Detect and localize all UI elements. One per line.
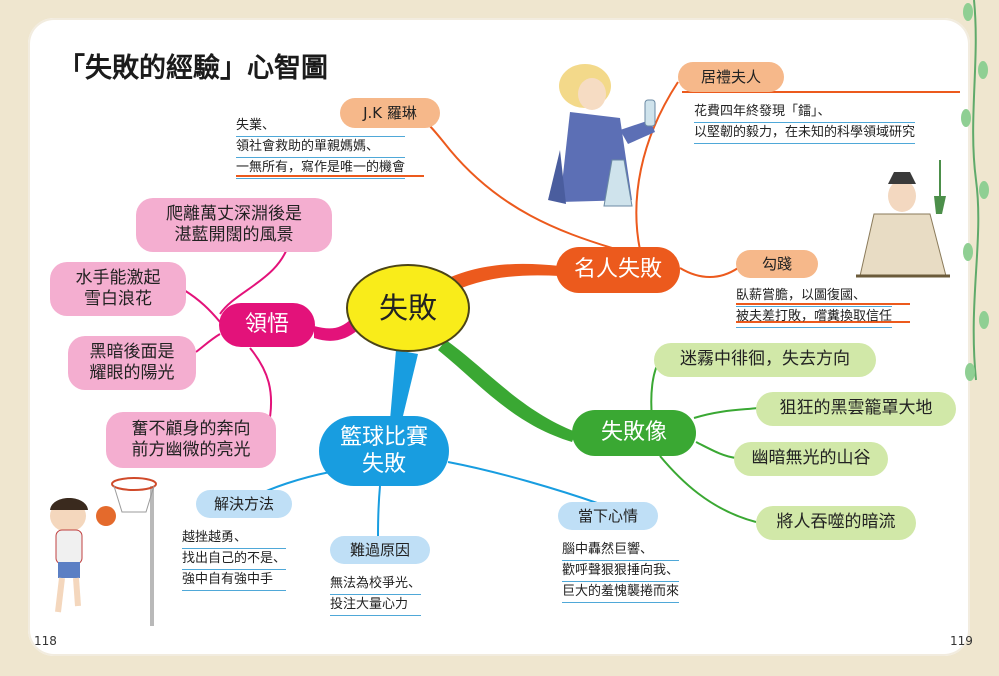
real-item-line: 爬離萬丈深淵後是	[166, 203, 302, 224]
like-item: 迷霧中徘徊，失去方向	[654, 343, 876, 377]
reason-note: 投注大量心力	[330, 595, 422, 617]
person-curie: 居禮夫人	[678, 62, 784, 92]
rowling-note: 一無所有，寫作是唯一的機會	[236, 158, 406, 180]
scientist-illustration	[548, 64, 656, 207]
curie-note: 花費四年終發現「鐳」、	[694, 102, 916, 124]
feeling-note: 腦中轟然巨響、	[562, 540, 680, 562]
real-item-line: 奮不顧身的奔向	[131, 418, 251, 439]
basketball-boy-illustration	[50, 477, 157, 626]
real-item: 黑暗後面是 耀眼的陽光	[68, 336, 196, 390]
real-item-line: 湛藍開闊的風景	[174, 225, 294, 245]
real-item-line: 前方幽微的亮光	[131, 440, 251, 460]
reason-note: 無法為校爭光、	[330, 574, 422, 596]
feeling-notes: 腦中轟然巨響、 歡呼聲狠狠捶向我、 巨大的羞愧襲捲而來	[562, 540, 680, 604]
goujian-note: 被夫差打敗，嚐糞換取信任	[736, 307, 893, 329]
solution-note: 越挫越勇、	[182, 528, 287, 550]
game-sub-feeling: 當下心情	[558, 502, 658, 530]
branch-like: 失敗像	[572, 410, 696, 456]
branch-game-line1: 籃球比賽	[339, 424, 428, 450]
branch-fame-connector	[440, 263, 560, 296]
reason-notes: 無法為校爭光、 投注大量心力	[330, 574, 422, 617]
real-item: 水手能激起 雪白浪花	[50, 262, 186, 316]
real-item: 奮不顧身的奔向 前方幽微的亮光	[106, 412, 276, 468]
goujian-note: 臥薪嘗膽，以圖復國、	[736, 286, 893, 308]
branch-game-connector	[390, 350, 418, 420]
game-sub-reason: 難過原因	[330, 536, 430, 564]
person-goujian: 勾踐	[736, 250, 818, 278]
real-item-line: 耀眼的陽光	[89, 363, 175, 383]
like-item: 幽暗無光的山谷	[734, 442, 888, 476]
person-rowling: J.K 羅琳	[340, 98, 440, 128]
curie-note: 以堅韌的毅力，在未知的科學領域研究	[694, 123, 916, 145]
branch-like-connector	[438, 340, 576, 442]
feeling-note: 巨大的羞愧襲捲而來	[562, 582, 680, 604]
page-title: 「失敗的經驗」心智圖	[58, 53, 328, 84]
solution-note: 強中自有強中手	[182, 570, 287, 592]
real-item-line: 雪白浪花	[84, 289, 152, 309]
solution-notes: 越挫越勇、 找出自己的不是、 強中自有強中手	[182, 528, 287, 592]
game-sub-solution: 解決方法	[196, 490, 292, 518]
rowling-notes: 失業、 領社會救助的單親媽媽、 一無所有，寫作是唯一的機會	[236, 116, 406, 180]
like-item: 狙狂的黑雲籠罩大地	[756, 392, 956, 426]
branch-real: 領悟	[219, 303, 315, 347]
page-number-left: 118	[34, 634, 57, 648]
branch-fame: 名人失敗	[556, 247, 680, 293]
like-item: 將人吞噬的暗流	[756, 506, 916, 540]
feeling-note: 歡呼聲狠狠捶向我、	[562, 561, 680, 583]
real-item-line: 水手能激起	[75, 267, 161, 288]
branch-game: 籃球比賽 失敗	[319, 416, 449, 486]
center-node: 失敗	[346, 264, 470, 352]
branch-game-line2: 失敗	[361, 452, 406, 477]
page-number-right: 119	[950, 634, 973, 648]
real-item: 爬離萬丈深淵後是 湛藍開闊的風景	[136, 198, 332, 252]
rowling-note: 失業、	[236, 116, 406, 138]
branch-real-connector	[314, 318, 358, 341]
solution-note: 找出自己的不是、	[182, 549, 287, 571]
vine-decoration	[961, 0, 989, 381]
ancient-king-illustration	[856, 160, 950, 278]
real-item-line: 黑暗後面是	[89, 341, 175, 362]
goujian-notes: 臥薪嘗膽，以圖復國、 被夫差打敗，嚐糞換取信任	[736, 286, 893, 329]
curie-notes: 花費四年終發現「鐳」、 以堅韌的毅力，在未知的科學領域研究	[694, 102, 916, 145]
rowling-note: 領社會救助的單親媽媽、	[236, 137, 406, 159]
